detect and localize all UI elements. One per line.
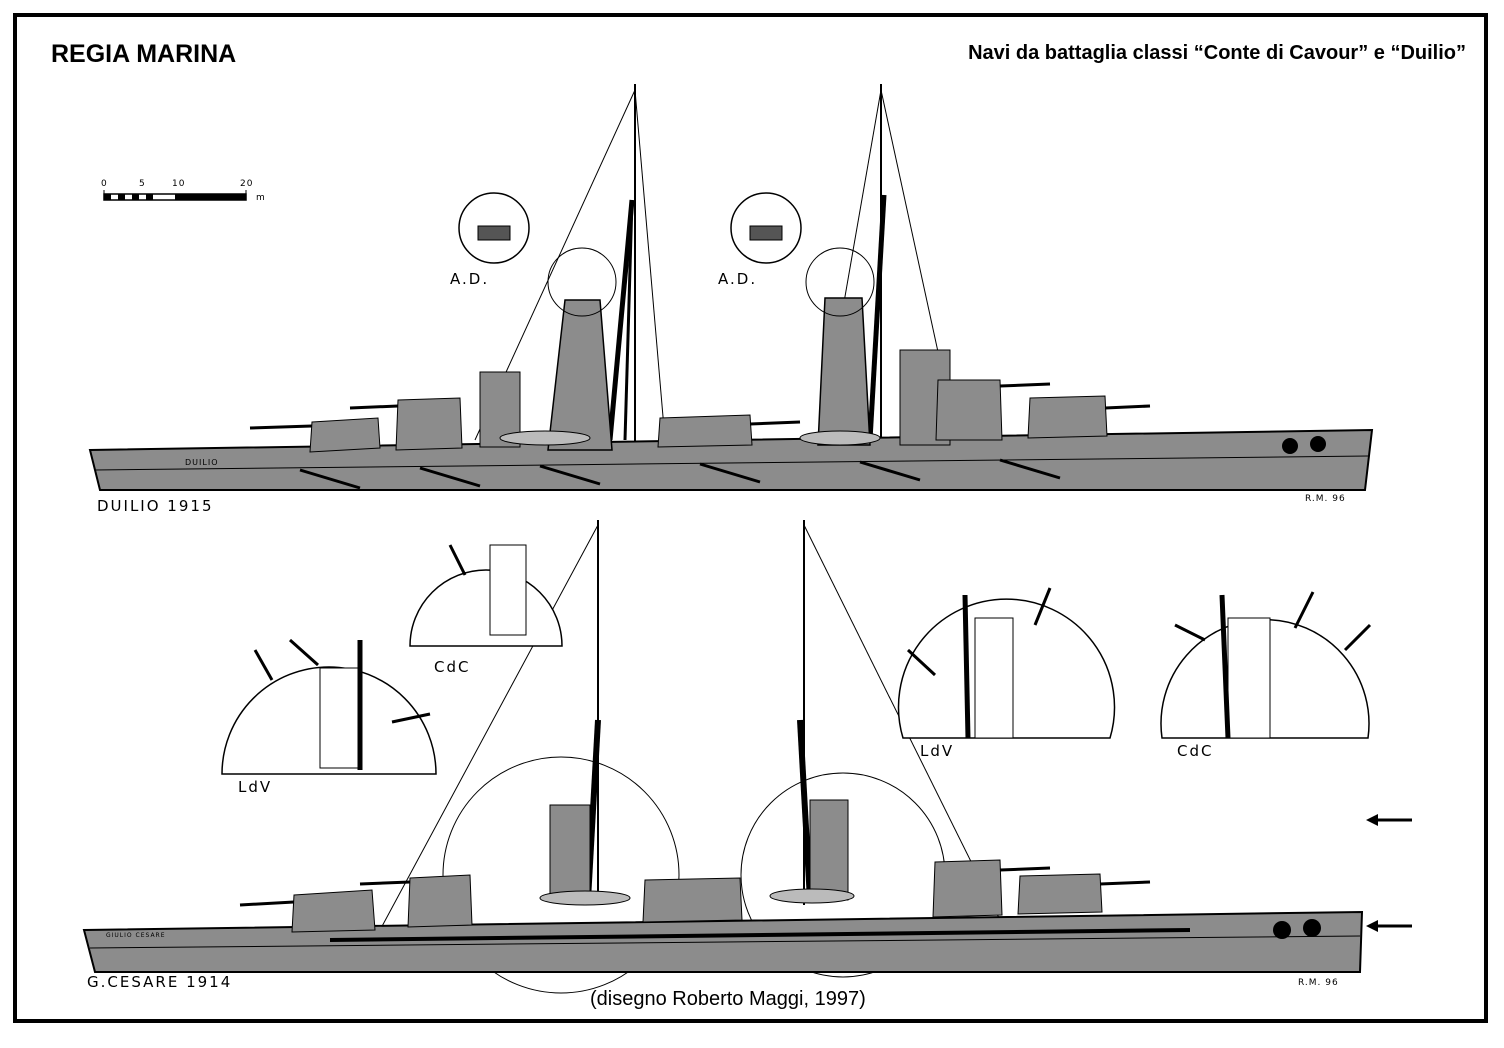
signature-bottom: R.M. 96	[1298, 978, 1339, 988]
detail-label-ad-2: A.D.	[718, 270, 758, 288]
drawing-frame	[13, 13, 1488, 1023]
detail-label-cdc-1: CdC	[434, 658, 471, 676]
bottom-ship	[82, 520, 1412, 994]
drawing-credit: (disegno Roberto Maggi, 1997)	[590, 988, 866, 1010]
top-ship	[88, 84, 1374, 491]
scale-unit: m	[256, 193, 266, 203]
scale-tick-20: 20	[240, 179, 254, 189]
scale-tick-10: 10	[172, 179, 186, 189]
detail-label-ldv-1: LdV	[238, 778, 273, 796]
scale-tick-0: 0	[101, 179, 108, 189]
ship-label-duilio: DUILIO 1915	[97, 497, 214, 515]
detail-label-ldv-2: LdV	[920, 742, 955, 760]
signature-top: R.M. 96	[1305, 494, 1346, 504]
page-title: REGIA MARINA	[51, 40, 237, 68]
page-subtitle: Navi da battaglia classi “Conte di Cavou…	[968, 42, 1466, 64]
ship-label-cesare: G.CESARE 1914	[87, 973, 233, 991]
hull-name-top: DUILIO	[185, 458, 219, 467]
detail-label-ad-1: A.D.	[450, 270, 490, 288]
scale-bar	[103, 190, 247, 201]
detail-label-cdc-2: CdC	[1177, 742, 1214, 760]
hull-name-bottom: GIULIO CESARE	[106, 932, 166, 939]
scale-tick-5: 5	[139, 179, 146, 189]
